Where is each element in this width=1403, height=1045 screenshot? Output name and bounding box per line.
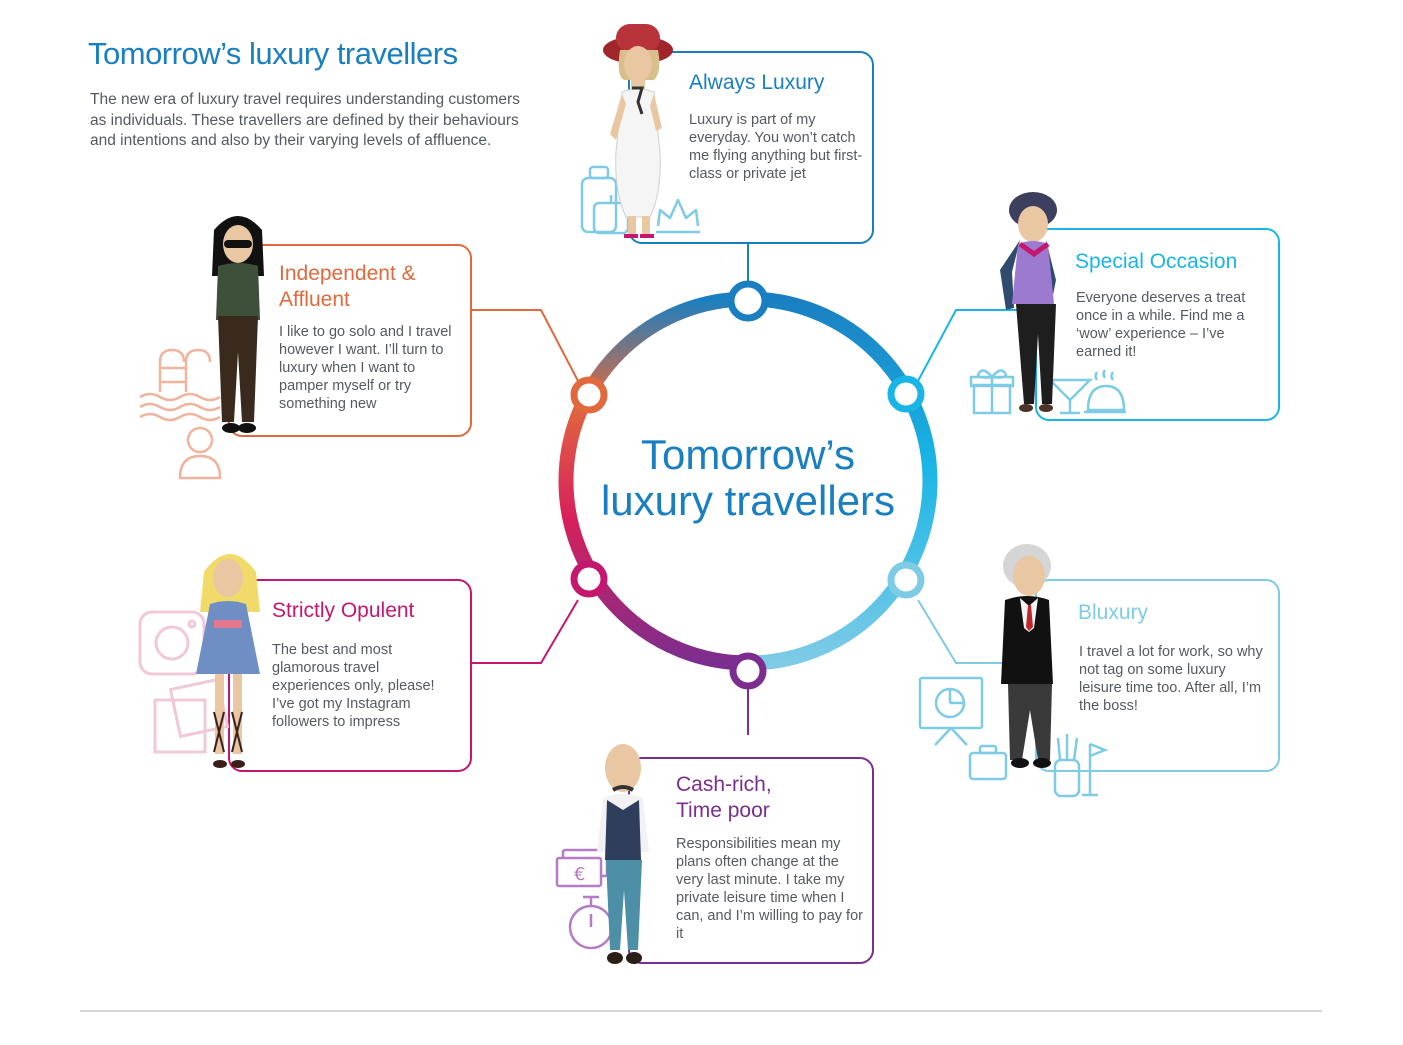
center-title-line1: Tomorrow’s (641, 431, 855, 478)
node-independent (570, 376, 608, 414)
golf-flag-icon (1082, 742, 1109, 797)
traveller-cash-rich (597, 744, 649, 964)
traveller-always-luxury (603, 24, 673, 238)
cash-rich-title-line1: Cash-rich, (676, 773, 772, 796)
always-luxury-text: Luxury is part of my everyday. You won’t… (689, 112, 863, 182)
footer-rule (80, 1010, 1322, 1012)
node-cash-rich (729, 652, 767, 690)
node-special-occasion (887, 375, 925, 413)
independent-title-line1: Independent & (279, 262, 416, 285)
cash-rich-title: Cash-rich, Time poor (676, 772, 772, 824)
node-strictly-opulent (570, 560, 608, 598)
bluxury-title: Bluxury (1078, 601, 1149, 624)
bluxury-text: I travel a lot for work, so why not tag … (1079, 644, 1263, 714)
connector-strictly-opulent (472, 599, 579, 664)
special-occasion-text: Everyone deserves a treat once in a whil… (1076, 290, 1246, 360)
waves-icon (139, 392, 221, 422)
sunbather-icon (178, 426, 222, 480)
special-occasion-title: Special Occasion (1075, 250, 1238, 273)
strictly-opulent-title: Strictly Opulent (272, 599, 415, 622)
strictly-opulent-text: The best and most glamorous travel exper… (272, 642, 435, 730)
card-special-occasion (1035, 228, 1280, 421)
always-luxury-title: Always Luxury (689, 71, 825, 94)
cash-rich-title-line2: Time poor (676, 799, 770, 822)
traveller-special-occasion (1000, 192, 1057, 412)
connector-special-occasion (917, 309, 1040, 382)
briefcase-icon (968, 744, 1008, 781)
independent-text: I like to go solo and I travel however I… (279, 324, 452, 412)
card-independent (228, 244, 472, 437)
golf-bag-icon (1053, 734, 1081, 798)
presentation-icon (918, 676, 984, 746)
node-bluxury (887, 561, 925, 599)
center-title: Tomorrow’s luxury travellers (560, 432, 936, 524)
connector-independent (472, 309, 579, 382)
card-always-luxury (628, 51, 874, 244)
card-strictly-opulent (228, 579, 472, 772)
cloche-icon (1084, 369, 1126, 414)
traveller-bluxury (1001, 544, 1053, 768)
svg-text:€: € (574, 864, 585, 885)
pool-ladder-icon (158, 348, 212, 392)
ring-left-half (558, 291, 749, 671)
traveller-independent (212, 216, 264, 433)
ring-right-half (747, 291, 938, 671)
independent-title: Independent & Affluent (279, 261, 416, 313)
independent-title-line2: Affluent (279, 288, 350, 311)
center-title-line2: luxury travellers (600, 477, 896, 524)
crown-icon (656, 198, 700, 234)
node-always-luxury (727, 280, 769, 322)
page-intro: The new era of luxury travel requires un… (90, 91, 520, 149)
luggage-icon (580, 165, 630, 235)
traveller-strictly-opulent (196, 554, 260, 768)
cash-rich-text: Responsibilities mean my plans often cha… (676, 836, 863, 942)
cocktail-icon (1046, 378, 1094, 415)
gift-icon (969, 369, 1015, 415)
page-title: Tomorrow’s luxury travellers (88, 36, 458, 71)
